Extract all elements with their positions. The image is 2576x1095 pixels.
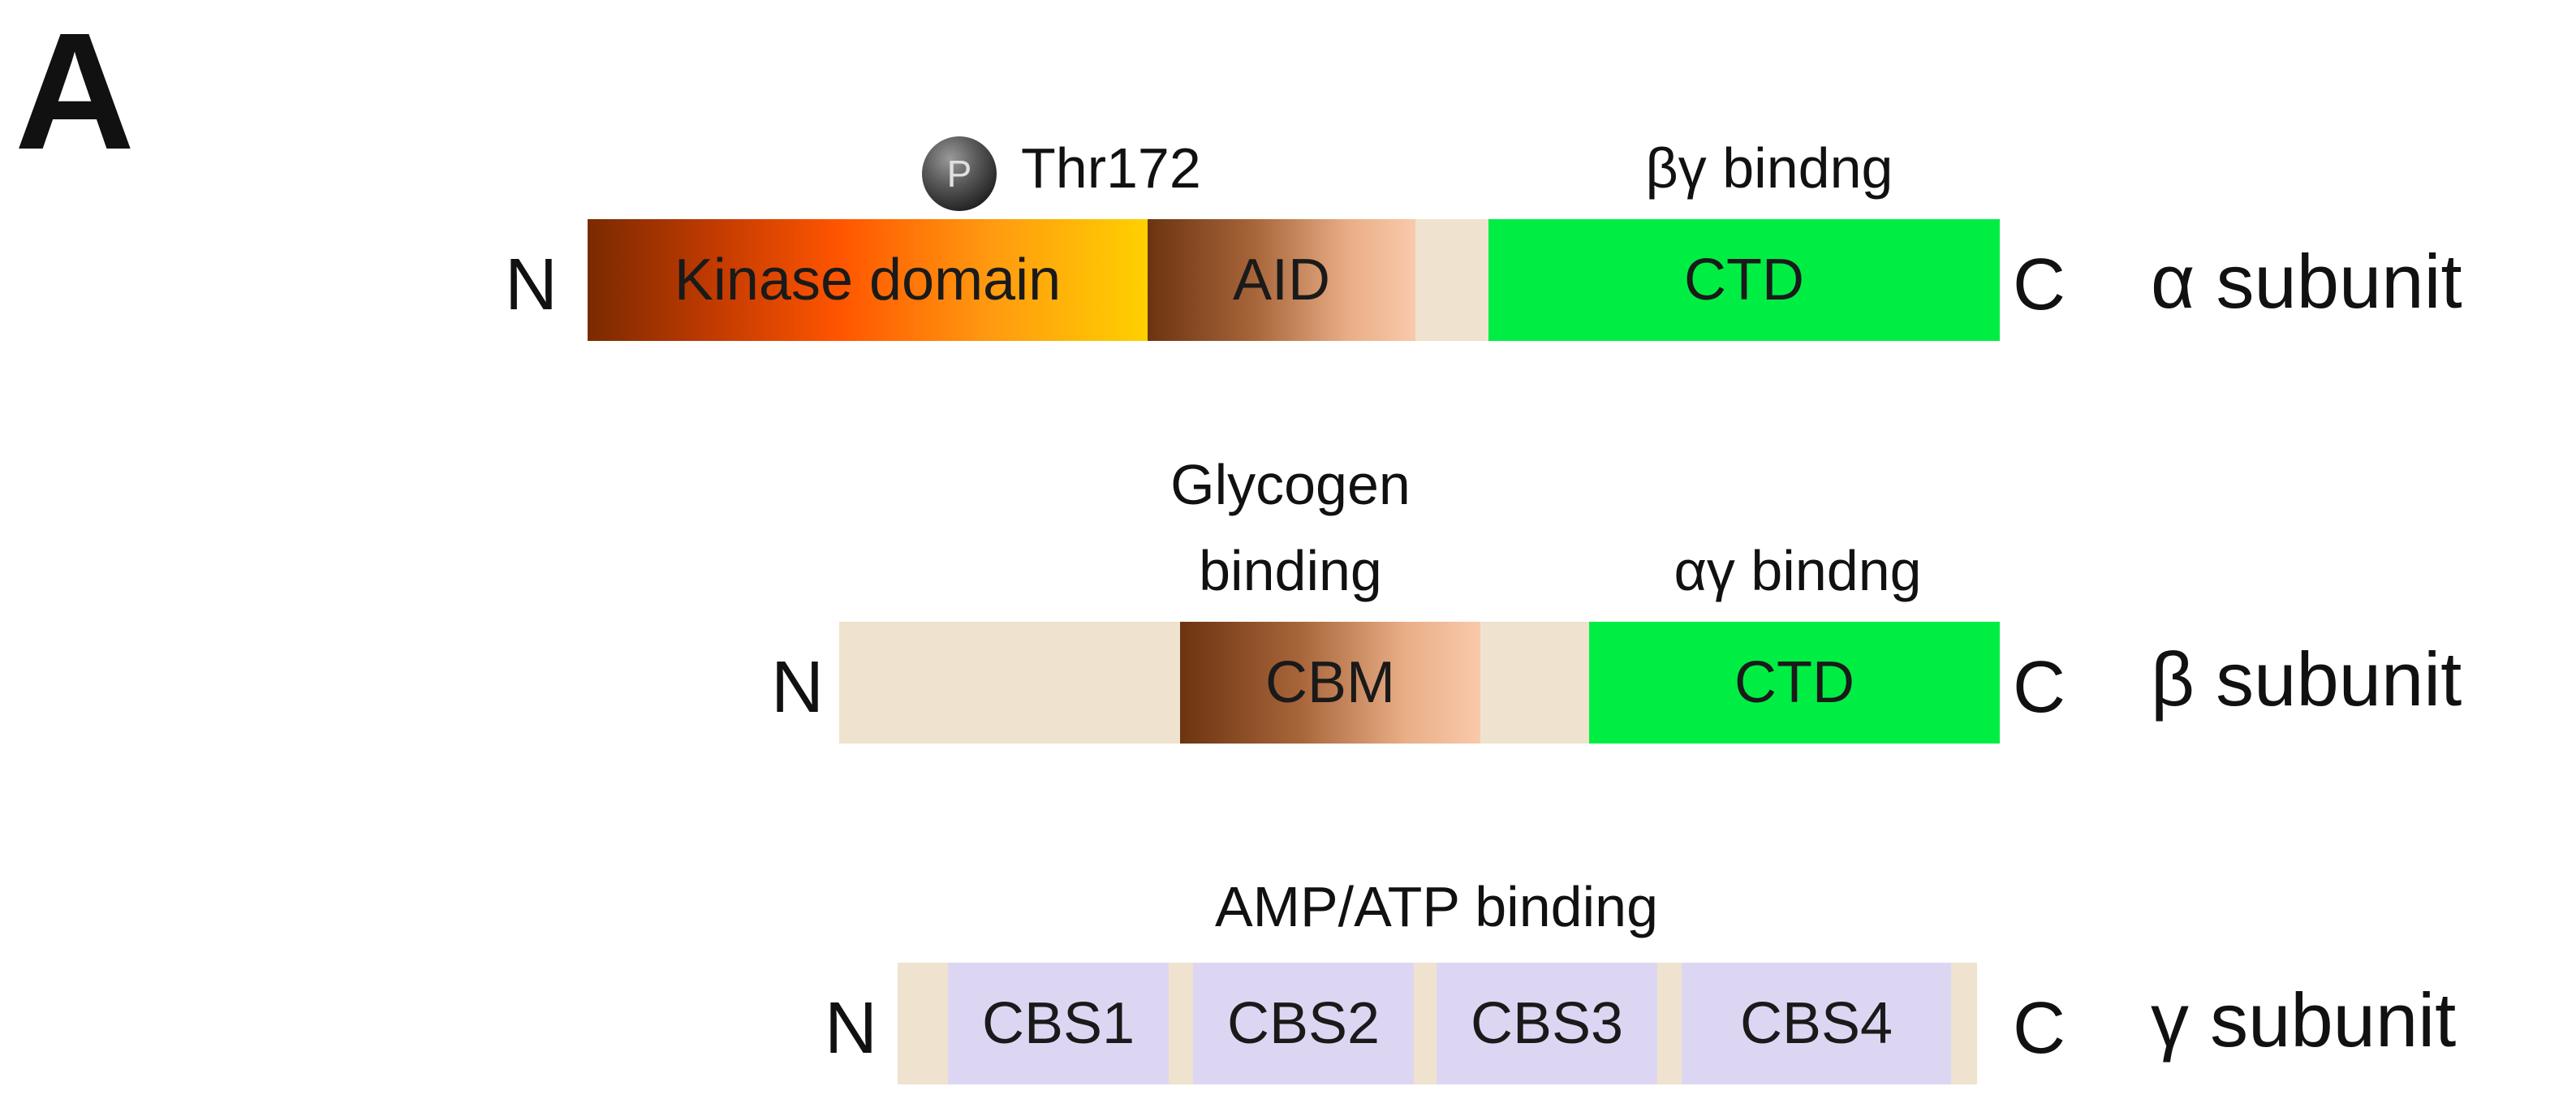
beta-cbm-domain: CBM (1180, 622, 1480, 744)
gamma-n-terminus: N (825, 988, 877, 1069)
gamma-domain-bar: CBS1 CBS2 CBS3 CBS4 (898, 963, 1977, 1084)
gamma-cbs1-domain: CBS1 (948, 963, 1169, 1084)
beta-c-terminus: C (2013, 647, 2066, 728)
beta-ctd-label: CTD (1734, 650, 1854, 715)
beta-linker (1480, 622, 1589, 744)
panel-label: A (15, 0, 136, 184)
alpha-subunit-label: α subunit (2151, 239, 2462, 324)
gamma-subunit-label: γ subunit (2151, 977, 2457, 1063)
alpha-c-terminus: C (2013, 244, 2066, 325)
alpha-ctd-domain: CTD (1488, 219, 2000, 341)
gamma-cbs3-domain: CBS3 (1437, 963, 1657, 1084)
gamma-cbs4-label: CBS4 (1739, 991, 1893, 1056)
gamma-binding-label: AMP/ATP binding (1214, 875, 1659, 938)
gamma-c-terminus: C (2013, 988, 2066, 1069)
phospho-site-label: Thr172 (1021, 136, 1201, 200)
alpha-aid-label: AID (1232, 248, 1331, 313)
glycogen-label-line2: binding (1199, 539, 1382, 602)
phospho-icon: P (922, 136, 997, 211)
gamma-cbs4-domain: CBS4 (1682, 963, 1951, 1084)
alpha-kinase-label: Kinase domain (674, 248, 1062, 313)
beta-ctd-domain: CTD (1589, 622, 2000, 744)
beta-binding-label: αγ bindng (1674, 539, 1922, 602)
beta-n-linker (839, 622, 1180, 744)
alpha-ctd-label: CTD (1684, 248, 1804, 313)
alpha-aid-domain: AID (1148, 219, 1415, 341)
gamma-cbs2-domain: CBS2 (1193, 963, 1414, 1084)
alpha-binding-label: βγ bindng (1645, 136, 1893, 200)
phospho-symbol: P (946, 153, 972, 195)
gamma-cbs1-label: CBS1 (981, 991, 1135, 1056)
alpha-n-terminus: N (505, 244, 558, 325)
beta-n-terminus: N (771, 647, 824, 728)
gamma-cbs2-label: CBS2 (1226, 991, 1381, 1056)
alpha-kinase-domain: Kinase domain (588, 219, 1148, 341)
beta-domain-bar: CBM CTD (839, 622, 2000, 744)
beta-cbm-label: CBM (1265, 650, 1395, 715)
alpha-linker (1415, 219, 1488, 341)
glycogen-label-line1: Glycogen (1170, 453, 1411, 516)
gamma-cbs3-label: CBS3 (1470, 991, 1624, 1056)
alpha-domain-bar: Kinase domain AID CTD (588, 219, 2000, 341)
beta-subunit-label: β subunit (2151, 636, 2462, 722)
